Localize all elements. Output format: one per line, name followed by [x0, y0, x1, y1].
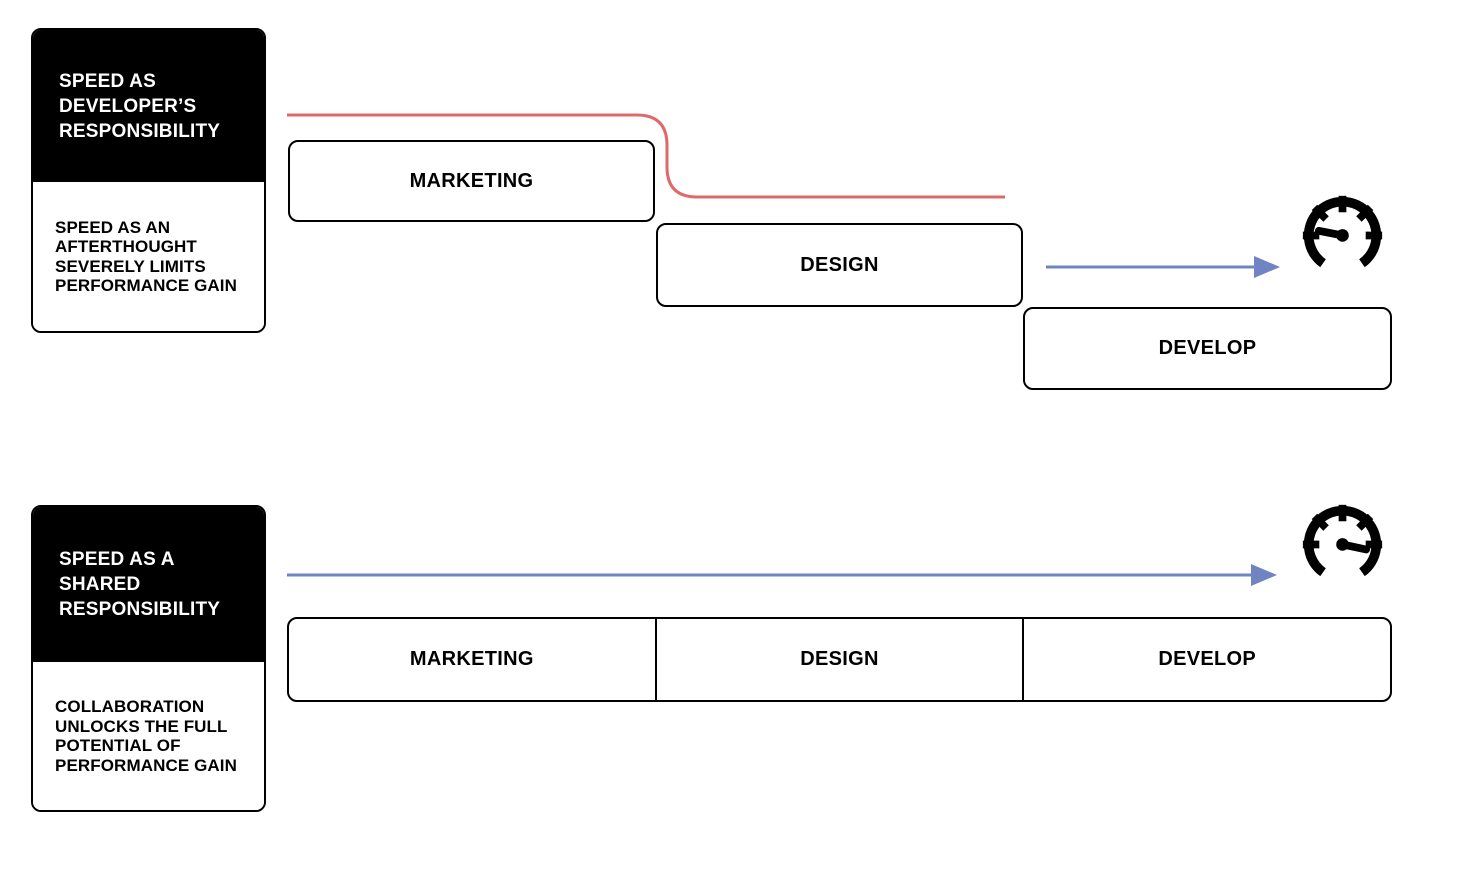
phase-box-design: DESIGN — [656, 223, 1023, 307]
speedometer-high-icon — [1302, 504, 1383, 577]
phase-cell-design: DESIGN — [654, 619, 1023, 700]
phase-row: MARKETING DESIGN DEVELOP — [287, 617, 1392, 702]
phase-box-develop: DEVELOP — [1023, 307, 1392, 390]
gauge-needle-high — [1338, 540, 1371, 554]
gauge-needle-low — [1314, 226, 1347, 240]
phase-cell-marketing: MARKETING — [409, 648, 534, 670]
speed-arrow-head — [1251, 564, 1277, 586]
speedometer-low-icon — [1302, 195, 1383, 268]
phase-cell-develop: DEVELOP — [1022, 619, 1390, 700]
phase-box-marketing: MARKETING — [288, 140, 655, 222]
